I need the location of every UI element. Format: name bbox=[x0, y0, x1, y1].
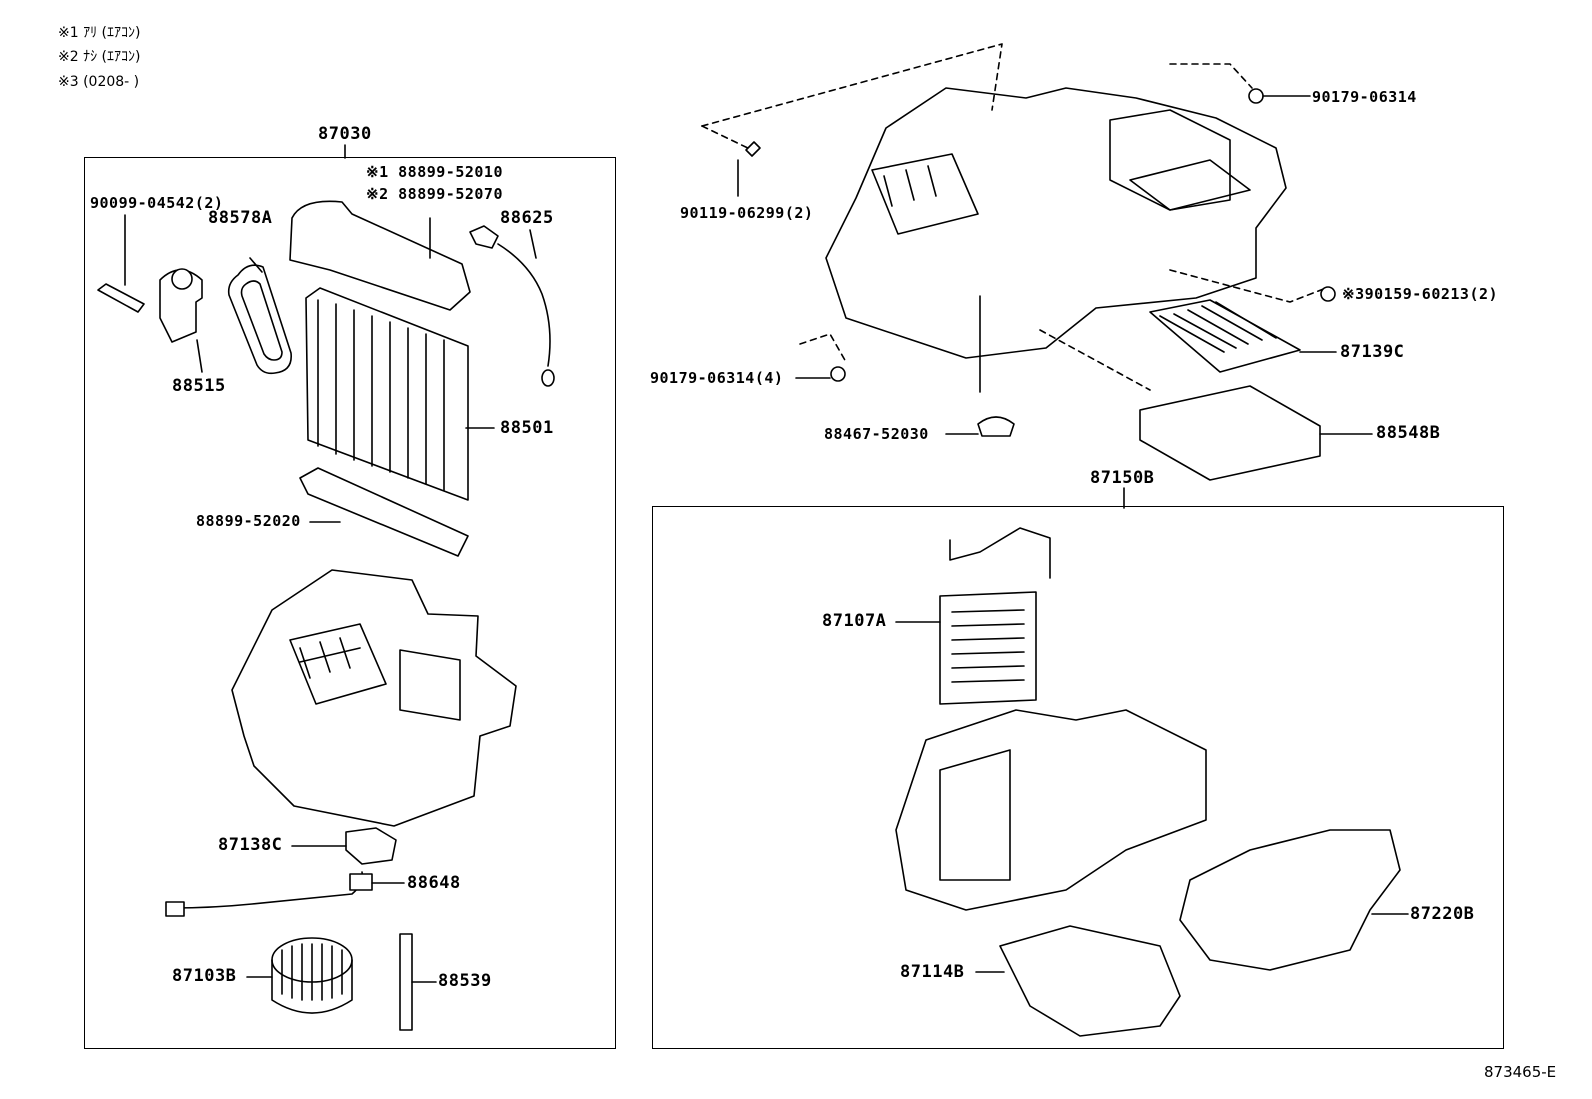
label-88539: 88539 bbox=[438, 971, 492, 991]
label-87220B: 87220B bbox=[1410, 904, 1475, 924]
assembly-87150B-frame bbox=[652, 506, 1504, 1049]
note-1-text: ｱﾘ (ｴｱｺﾝ) bbox=[83, 25, 141, 41]
note-3-mark: ※3 bbox=[58, 74, 79, 90]
note-1-mark: ※1 bbox=[58, 25, 79, 41]
label-88501: 88501 bbox=[500, 418, 554, 438]
label-90159-60213: ※390159-60213(2) bbox=[1342, 285, 1499, 303]
label-90179-06314-left: 90179-06314(4) bbox=[650, 369, 784, 387]
note-2: ※2 ﾅｼ (ｴｱｺﾝ) bbox=[58, 50, 140, 64]
label-88578A: 88578A bbox=[208, 208, 273, 228]
label-88899-52070: ※2 88899-52070 bbox=[366, 185, 503, 203]
label-88899-52020: 88899-52020 bbox=[196, 512, 301, 530]
note-2-mark: ※2 bbox=[58, 49, 79, 65]
label-88625: 88625 bbox=[500, 208, 554, 228]
label-88899-52010: ※1 88899-52010 bbox=[366, 163, 503, 181]
group-title-87150B: 87150B bbox=[1090, 468, 1155, 488]
assembly-87030-frame bbox=[84, 157, 616, 1049]
label-87107A: 87107A bbox=[822, 611, 887, 631]
note-2-text: ﾅｼ (ｴｱｺﾝ) bbox=[83, 49, 141, 65]
label-88515: 88515 bbox=[172, 376, 226, 396]
label-88467-52030: 88467-52030 bbox=[824, 425, 929, 443]
label-87138C: 87138C bbox=[218, 835, 283, 855]
note-1: ※1 ｱﾘ (ｴｱｺﾝ) bbox=[58, 26, 140, 40]
label-90119-06299: 90119-06299(2) bbox=[680, 204, 814, 222]
label-87139C: 87139C bbox=[1340, 342, 1405, 362]
label-88648: 88648 bbox=[407, 873, 461, 893]
figure-id: 873465-E bbox=[1484, 1063, 1557, 1081]
label-87103B: 87103B bbox=[172, 966, 237, 986]
label-90179-06314-top: 90179-06314 bbox=[1312, 88, 1417, 106]
label-87114B: 87114B bbox=[900, 962, 965, 982]
note-3-text: (0208- ) bbox=[83, 74, 140, 90]
note-3: ※3 (0208- ) bbox=[58, 75, 139, 89]
label-88548B: 88548B bbox=[1376, 423, 1441, 443]
label-90099-04542: 90099-04542(2) bbox=[90, 194, 224, 212]
group-title-87030: 87030 bbox=[318, 124, 372, 144]
